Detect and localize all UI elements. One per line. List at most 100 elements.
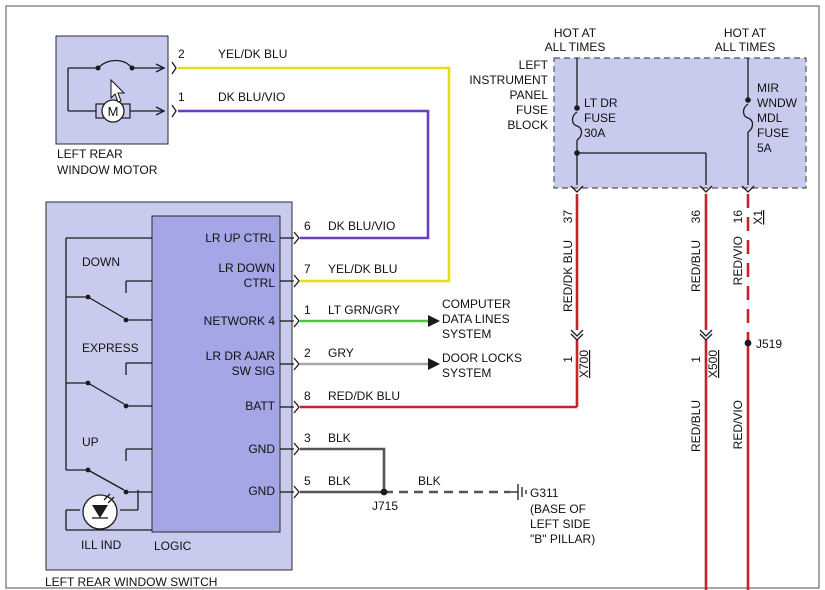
wire-label-lt-grn-gry: LT GRN/GRY <box>328 303 400 317</box>
fuse2-label-5: 5A <box>757 141 772 155</box>
motor-pin2-connector <box>171 61 177 75</box>
switch-label: LEFT REAR WINDOW SWITCH <box>45 575 217 589</box>
motor-symbol-letter: M <box>108 104 119 119</box>
c1-pin: 37 <box>561 210 575 224</box>
fuse-block-box <box>553 57 807 189</box>
circuit-label-gnd-2: GND <box>248 484 275 498</box>
dest-door-locks-2: SYSTEM <box>442 366 491 380</box>
fuse-block-name-3: PANEL <box>510 88 549 102</box>
pin-8: 8 <box>304 389 311 403</box>
fuse-block-name-2: INSTRUMENT <box>469 73 548 87</box>
wire-label-red-dk-blu: RED/DK BLU <box>328 389 400 403</box>
circuit-label-lr-down-2: CTRL <box>244 276 276 290</box>
dest-computer-1: COMPUTER <box>442 297 511 311</box>
logic-module-box <box>151 215 281 533</box>
fuse-block-name-1: LEFT <box>519 58 549 72</box>
ground-location-2: LEFT SIDE <box>530 517 590 531</box>
dest-computer-2: DATA LINES <box>442 312 510 326</box>
connector-36 <box>699 185 713 193</box>
pin-7: 7 <box>304 262 311 276</box>
ground-location-3: "B" PILLAR) <box>530 532 595 546</box>
motor-symbol-icon <box>101 99 125 123</box>
fuse1-label-2: FUSE <box>584 111 616 125</box>
connector-x500-lower <box>699 333 713 341</box>
motor-label-2: WINDOW MOTOR <box>57 163 158 177</box>
c3-splice: J519 <box>756 337 782 351</box>
pin-1: 1 <box>304 303 311 317</box>
logic-label: LOGIC <box>154 539 192 553</box>
switch-pin-connectors <box>280 231 300 499</box>
c2-wire-bottom-label: RED/BLU <box>689 400 703 452</box>
fuse1-label-3: 30A <box>584 126 605 140</box>
dest-door-locks-1: DOOR LOCKS <box>442 351 522 365</box>
circuit-label-lr-up: LR UP CTRL <box>205 231 275 245</box>
hot-label-right-2: ALL TIMES <box>715 40 776 54</box>
c3-pin: 16 <box>731 210 745 224</box>
dest-computer-3: SYSTEM <box>442 327 491 341</box>
fuse-block-name-5: BLOCK <box>507 118 548 132</box>
c1-wire-label: RED/DK BLU <box>561 240 575 312</box>
wire-label-blk-1: BLK <box>328 431 351 445</box>
circuit-label-batt: BATT <box>245 399 275 413</box>
pin-5: 5 <box>304 474 311 488</box>
c2-conn: X500 <box>706 350 720 378</box>
fuse-mir-wndw <box>742 58 754 185</box>
ground-wire-label: BLK <box>418 474 441 488</box>
fuse2-label-2: WNDW <box>757 96 798 110</box>
pin-2: 2 <box>304 346 311 360</box>
c2-wire-top-label: RED/BLU <box>689 240 703 292</box>
connector-x500-upper <box>699 329 713 337</box>
wire-label-blk-2: BLK <box>328 474 351 488</box>
fuse-lt-dr <box>571 58 707 185</box>
switch-pos-down: DOWN <box>82 255 120 269</box>
wire-label-yel-dk-blu: YEL/DK BLU <box>328 262 397 276</box>
motor-pin-1: 1 <box>178 90 185 104</box>
wire-label-gry: GRY <box>328 346 354 360</box>
pin-3: 3 <box>304 431 311 445</box>
circuit-label-dr-ajar-1: LR DR AJAR <box>206 349 276 363</box>
switch-contacts <box>65 237 152 495</box>
hot-label-left-2: ALL TIMES <box>545 40 606 54</box>
arrow-computer-data-icon <box>428 315 440 327</box>
circuit-label-network: NETWORK 4 <box>204 314 276 328</box>
c1-conn-pin: 1 <box>561 356 575 363</box>
wire-dk-blu-vio <box>178 109 430 240</box>
motor-wire-top-label: YEL/DK BLU <box>218 47 287 61</box>
arrow-door-locks-icon <box>428 358 440 370</box>
motor-pin-2: 2 <box>178 47 185 61</box>
c3-wire-bottom-label: RED/VIO <box>731 400 745 449</box>
hot-label-left-1: HOT AT <box>554 26 597 40</box>
ground-name: G311 <box>530 486 559 500</box>
c3-wire-top-label: RED/VIO <box>731 236 745 285</box>
connector-x700-upper <box>570 329 584 337</box>
connector-x700-lower <box>570 333 584 341</box>
motor-label-1: LEFT REAR <box>57 147 123 161</box>
ground-symbol-icon <box>510 484 527 500</box>
switch-pos-up: UP <box>82 435 99 449</box>
ground-location-1: (BASE OF <box>530 502 586 516</box>
mouse-cursor-icon <box>110 78 126 103</box>
c3-conn: X1 <box>751 210 765 225</box>
wire-label-dk-blu-vio: DK BLU/VIO <box>328 219 395 233</box>
motor-wire-bottom-label: DK BLU/VIO <box>218 90 285 104</box>
c2-pin: 36 <box>689 210 703 224</box>
splice-j519-dot <box>744 339 752 347</box>
connector-16 <box>741 185 755 193</box>
pin-6: 6 <box>304 219 311 233</box>
fuse1-label-1: LT DR <box>584 96 618 110</box>
c1-conn: X700 <box>577 350 591 378</box>
splice-j715-label: J715 <box>372 499 398 513</box>
hot-label-right-1: HOT AT <box>724 26 767 40</box>
c2-conn-pin: 1 <box>689 356 703 363</box>
ill-ind-label: ILL IND <box>81 538 122 552</box>
circuit-label-lr-down-1: LR DOWN <box>218 261 275 275</box>
circuit-label-dr-ajar-2: SW SIG <box>232 364 275 378</box>
motor-pin1-connector <box>171 104 177 118</box>
connector-37 <box>570 185 584 193</box>
circuit-label-gnd-1: GND <box>248 442 275 456</box>
switch-pos-express: EXPRESS <box>82 341 139 355</box>
ill-ind-led-icon <box>65 490 152 531</box>
wire-yel-dk-blu <box>178 66 451 283</box>
